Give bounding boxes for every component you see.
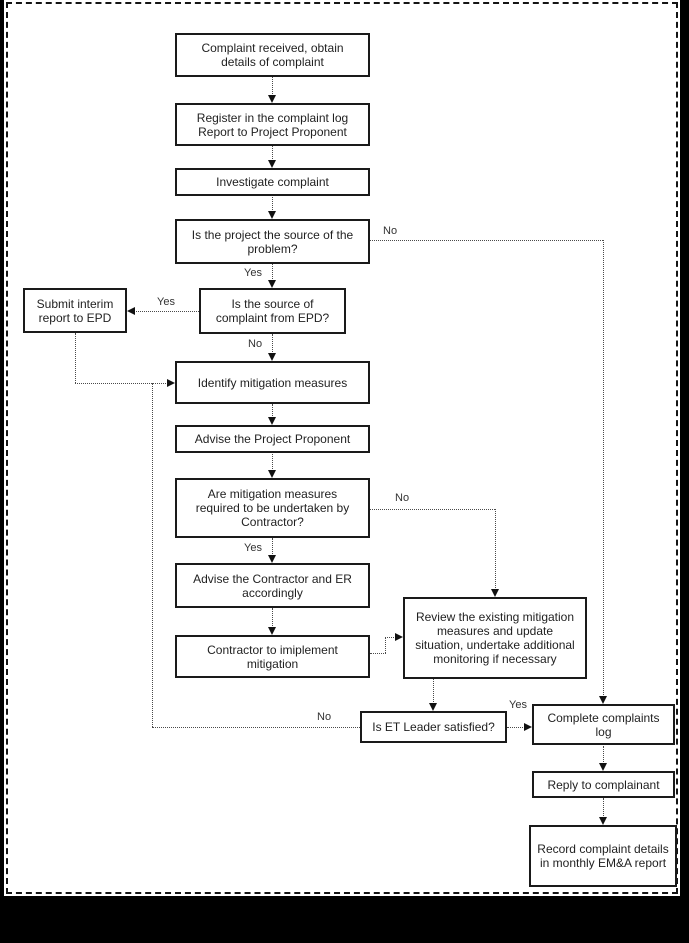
edge-projectsource-no-hline [370, 240, 603, 241]
node-complaint-received: Complaint received, obtain details of co… [175, 33, 370, 77]
edge-label-project-source-yes: Yes [244, 267, 262, 279]
node-advise-proponent: Advise the Project Proponent [175, 425, 370, 453]
arrowhead-advisecontractor-icon [268, 555, 276, 563]
arrowhead-record-icon [599, 817, 607, 825]
node-complete-log: Complete complaints log [532, 704, 675, 745]
edge-label-epd-no: No [248, 338, 263, 350]
node-record-details-text: Record complaint details in monthly EM&A… [537, 842, 669, 870]
edge-label-epd-yes: Yes [157, 296, 175, 308]
edge-required-yes-line [272, 538, 273, 556]
node-epd-source: Is the source of complaint from EPD? [199, 288, 346, 334]
node-complete-log-text: Complete complaints log [547, 710, 660, 739]
edge-satisfied-no-vline [152, 383, 153, 727]
node-et-satisfied: Is ET Leader satisfied? [360, 711, 507, 743]
node-contractor-implement-text: Contractor to imiplement mitigation [207, 642, 338, 671]
arrowhead-projectsource-icon [268, 211, 276, 219]
edge-label-satisfied-no: No [317, 711, 332, 723]
arrowhead-etsatisfied-icon [429, 703, 437, 711]
arrowhead-review-from-implement-icon [395, 633, 403, 641]
arrowhead-reply-icon [599, 763, 607, 771]
edge-implement-to-review-h2 [385, 637, 396, 638]
arrowhead-register-icon [268, 95, 276, 103]
node-project-source: Is the project the source of the problem… [175, 219, 370, 264]
edge-projectsource-yes-line [272, 264, 273, 281]
edge-register-to-investigate-line [272, 146, 273, 161]
arrowhead-review-from-no-icon [491, 589, 499, 597]
edge-required-no-vline [495, 509, 496, 590]
edge-satisfied-yes-line [507, 727, 525, 728]
edge-advise-to-required-line [272, 452, 273, 471]
node-epd-source-text: Is the source of complaint from EPD? [215, 297, 330, 325]
node-review-mitigation: Review the existing mitigation measures … [403, 597, 587, 679]
edge-completelog-to-reply-line [603, 746, 604, 764]
node-submit-interim: Submit interim report to EPD [23, 288, 127, 333]
node-register-log-text: Register in the complaint log Report to … [196, 110, 349, 139]
edge-investigate-to-projectsource-line [272, 195, 273, 212]
node-project-source-text: Is the project the source of the problem… [191, 227, 354, 256]
node-register-log: Register in the complaint log Report to … [175, 103, 370, 146]
arrowhead-mitigationrequired-icon [268, 470, 276, 478]
node-reply-complainant-text: Reply to complainant [547, 777, 660, 792]
edge-identify-to-advise-line [272, 404, 273, 418]
node-review-mitigation-text: Review the existing mitigation measures … [415, 610, 575, 666]
edge-label-mitigation-no: No [395, 492, 410, 504]
node-identify-mitigation: Identify mitigation measures [175, 361, 370, 404]
arrowhead-implement-icon [268, 627, 276, 635]
arrowhead-investigate-icon [268, 160, 276, 168]
edge-submitinterim-vline [75, 333, 76, 383]
node-investigate: Investigate complaint [175, 168, 370, 196]
edge-submitinterim-hline [75, 383, 168, 384]
edge-epd-yes-line [134, 311, 199, 312]
edge-review-to-satisfied-line [433, 679, 434, 704]
node-record-details: Record complaint details in monthly EM&A… [529, 825, 677, 887]
page-dashed-border [6, 2, 678, 894]
edge-satisfied-no-hline [152, 727, 360, 728]
node-advise-contractor: Advise the Contractor and ER accordingly [175, 563, 370, 608]
edge-implement-to-review-h1 [370, 653, 386, 654]
edge-label-project-source-no: No [383, 225, 398, 237]
node-complaint-received-text: Complaint received, obtain details of co… [201, 41, 344, 69]
node-identify-mitigation-text: Identify mitigation measures [197, 375, 348, 390]
node-submit-interim-text: Submit interim report to EPD [36, 296, 114, 325]
node-et-satisfied-text: Is ET Leader satisfied? [372, 720, 495, 734]
arrowhead-identify-from-left-icon [167, 379, 175, 387]
arrowhead-epdsource-icon [268, 280, 276, 288]
edge-complaint-to-register-line [272, 77, 273, 96]
edge-advisecontractor-to-implement-line [272, 608, 273, 628]
edge-projectsource-no-vline [603, 240, 604, 697]
edge-required-no-hline [370, 509, 495, 510]
node-mitigation-required: Are mitigation measures required to be u… [175, 478, 370, 538]
edge-label-mitigation-yes: Yes [244, 542, 262, 554]
edge-epd-no-line [272, 334, 273, 354]
edge-reply-to-record-line [603, 798, 604, 818]
node-advise-contractor-text: Advise the Contractor and ER accordingly [193, 571, 352, 600]
node-contractor-implement: Contractor to imiplement mitigation [175, 635, 370, 678]
arrowhead-identify-from-no-icon [268, 353, 276, 361]
node-mitigation-required-text: Are mitigation measures required to be u… [195, 487, 350, 529]
arrowhead-completelog-from-yes-icon [524, 723, 532, 731]
arrowhead-submitinterim-icon [127, 307, 135, 315]
arrowhead-adviseproponent-icon [268, 417, 276, 425]
node-advise-proponent-text: Advise the Project Proponent [194, 432, 351, 446]
node-reply-complainant: Reply to complainant [532, 771, 675, 798]
edge-implement-to-review-v [385, 637, 386, 653]
node-investigate-text: Investigate complaint [216, 175, 329, 189]
edge-label-satisfied-yes: Yes [509, 699, 527, 711]
arrowhead-completelog-from-no-icon [599, 696, 607, 704]
